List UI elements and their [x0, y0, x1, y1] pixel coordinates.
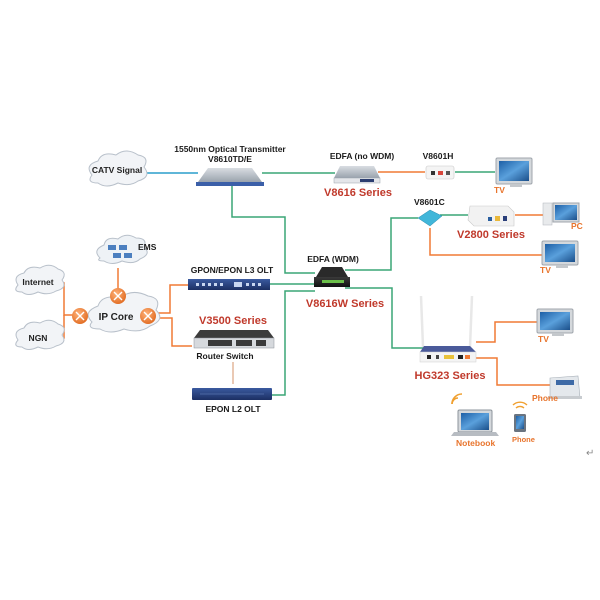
mobile-phone-device	[514, 414, 526, 432]
ems-label: EMS	[138, 242, 157, 252]
ip-core-label: IP Core	[98, 312, 134, 323]
v8601c-label: V8601C	[414, 197, 445, 207]
line-core-l3olt	[156, 284, 188, 314]
router-switch-device	[193, 330, 275, 349]
return-mark: ↵	[586, 448, 595, 459]
line-edfawdm-l2olt	[272, 290, 315, 396]
l2-olt-device	[192, 388, 272, 400]
hg323-device	[419, 295, 477, 363]
edfa-wdm-title: EDFA (WDM)	[307, 254, 359, 264]
line-edfawdm-v8601c	[345, 217, 418, 271]
wifi-icon-phone	[512, 401, 528, 409]
l3-olt-device	[188, 279, 270, 290]
ems-cloud	[96, 234, 148, 264]
optical-transmitter-device	[196, 168, 264, 186]
connection-lines	[56, 171, 550, 396]
notebook-label: Notebook	[456, 438, 496, 448]
v2800-device	[467, 205, 515, 227]
catv-cloud	[88, 150, 148, 187]
line-transmitter-edfawdm	[231, 185, 315, 274]
l3-olt-label: GPON/EPON L3 OLT	[190, 265, 274, 275]
v8616w-series-label: V8616W Series	[305, 298, 385, 310]
internet-cloud	[15, 264, 65, 295]
edfa-wdm-device	[314, 267, 350, 287]
phone-desk-label: Phone	[532, 393, 558, 403]
transmitter-title: 1550nm Optical Transmitter	[174, 144, 286, 154]
transmitter-model: V8610TD/E	[208, 154, 252, 164]
v8616-series-label: V8616 Series	[324, 187, 392, 199]
edfa-no-wdm-title: EDFA (no WDM)	[329, 151, 395, 161]
tv-hg-label: TV	[538, 334, 549, 344]
wifi-icon-notebook	[451, 393, 463, 405]
router-switch-label: Router Switch	[196, 351, 254, 361]
line-hg323-tv	[476, 321, 537, 343]
ip-core-cloud	[87, 292, 161, 333]
tv-top-device	[495, 157, 533, 187]
ngn-label: NGN	[28, 332, 48, 343]
core-router-icons	[72, 288, 156, 324]
l2-olt-label: EPON L2 OLT	[205, 404, 261, 414]
line-edfawdm-hg323	[345, 287, 425, 349]
edfa-no-wdm-device	[333, 166, 381, 184]
desk-phone-device	[548, 375, 582, 399]
internet-label: Internet	[22, 276, 54, 287]
phone-mobile-label: Phone	[512, 435, 535, 444]
tv-hg-device	[536, 308, 574, 336]
hg323-series-label: HG323 Series	[414, 370, 486, 382]
v8601h-device	[425, 165, 455, 180]
line-hg323-phone	[476, 357, 550, 386]
v3500-series-label: V3500 Series	[199, 315, 267, 327]
catv-signal-label: CATV Signal	[91, 164, 143, 175]
pc-device	[542, 202, 580, 226]
notebook-device	[451, 409, 499, 436]
v2800-series-label: V2800 Series	[457, 229, 525, 241]
ngn-cloud	[15, 319, 65, 350]
line-v8601c-tv	[429, 228, 545, 256]
tv-mid-label: TV	[540, 265, 551, 275]
v8601h-label: V8601H	[422, 151, 454, 161]
tv-mid-device	[541, 240, 579, 268]
v8601c-device	[417, 209, 443, 227]
tv-top-label: TV	[494, 185, 505, 195]
pc-label: PC	[571, 221, 583, 231]
line-core-router	[156, 317, 192, 347]
